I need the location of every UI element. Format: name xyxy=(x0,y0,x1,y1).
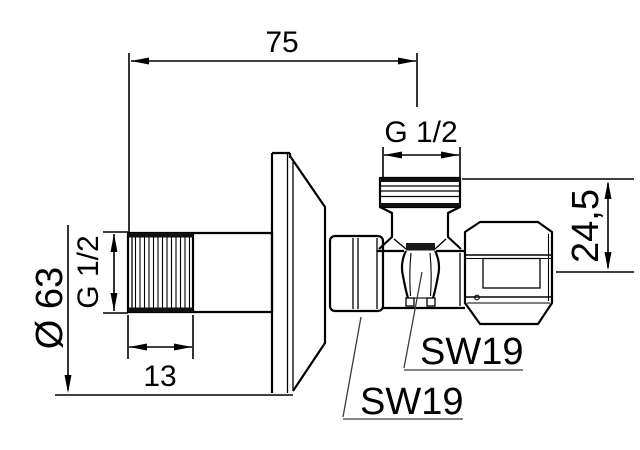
dim-75-label: 75 xyxy=(265,26,298,59)
dim-g12-top-label: G 1/2 xyxy=(384,116,457,149)
dim-dia63-label: Ø 63 xyxy=(29,267,71,349)
valve-union-nut xyxy=(463,220,554,326)
valve-inlet-thread xyxy=(126,231,274,314)
dimension-g12-top: G 1/2 xyxy=(382,116,461,177)
valve-body xyxy=(377,249,465,310)
sw19-gland-label: SW19 xyxy=(420,331,523,373)
dim-g12-left-label: G 1/2 xyxy=(72,235,105,308)
dimension-g12-left: G 1/2 xyxy=(72,231,128,314)
valve-gland-nut xyxy=(400,243,441,307)
dim-24-5-label: 24,5 xyxy=(565,189,607,263)
dimension-24-5: 24,5 xyxy=(462,178,634,273)
dimension-75: 75 xyxy=(128,26,418,233)
dimension-13: 13 xyxy=(127,315,194,393)
valve-top-outlet xyxy=(378,176,462,250)
label-sw19-gland: SW19 xyxy=(403,271,523,373)
dimension-dia-63: Ø 63 xyxy=(29,225,293,396)
dim-13-label: 13 xyxy=(143,360,176,393)
label-sw19-body: SW19 xyxy=(342,316,463,423)
sw19-body-label: SW19 xyxy=(360,381,463,423)
valve-rosette xyxy=(270,151,327,393)
valve-body-nut xyxy=(328,234,385,313)
